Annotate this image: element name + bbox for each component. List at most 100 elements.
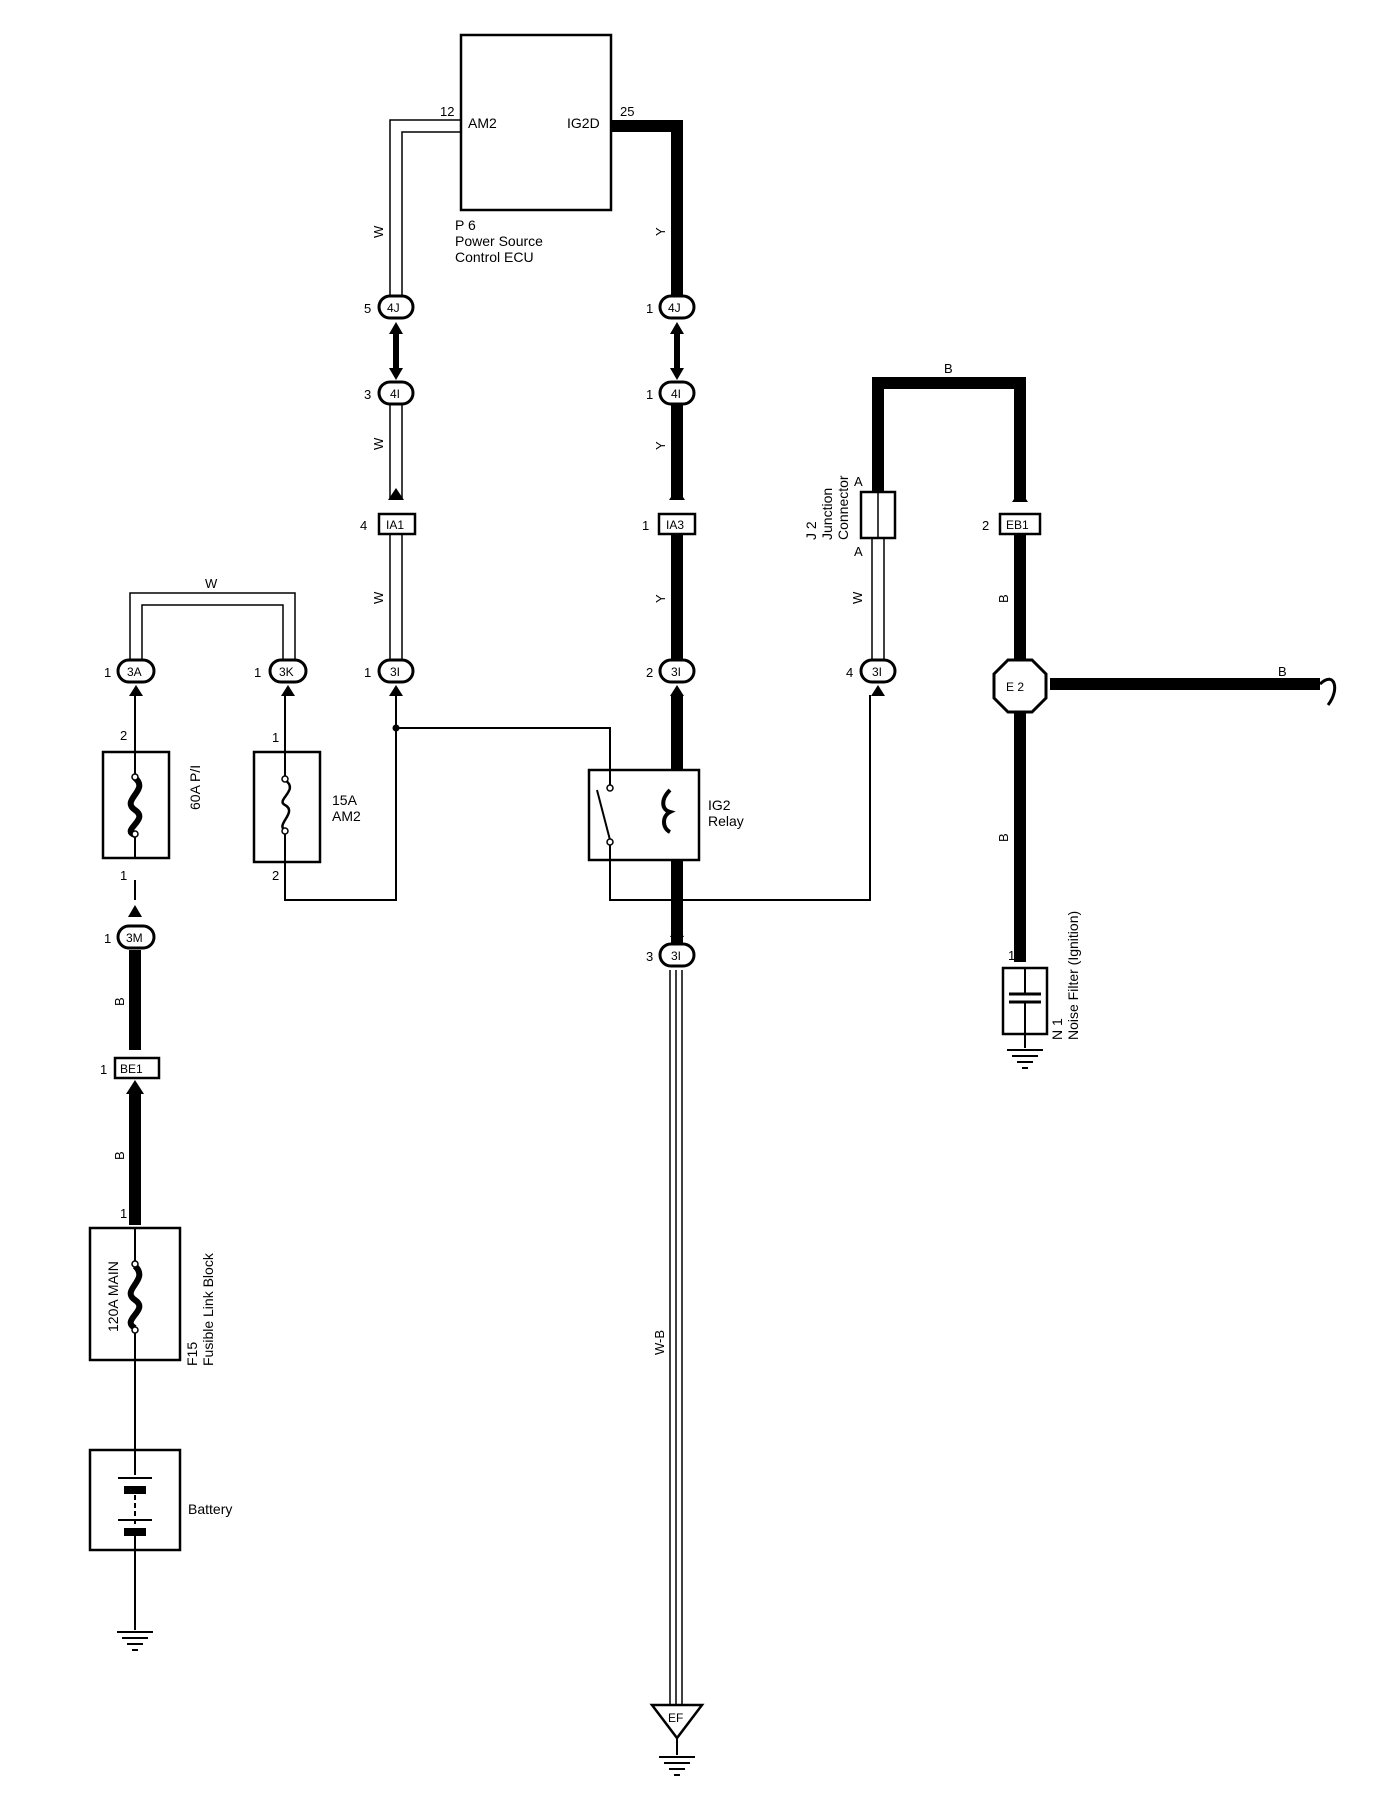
arrow-3i-bottom bbox=[670, 925, 684, 937]
connector-ia3: IA3 1 bbox=[642, 512, 697, 536]
svg-text:1: 1 bbox=[364, 665, 371, 680]
svg-text:3A: 3A bbox=[127, 665, 142, 679]
svg-text:15A: 15A bbox=[332, 792, 358, 808]
battery: Battery bbox=[88, 1448, 232, 1552]
svg-text:W: W bbox=[371, 437, 386, 450]
fuse-15a-am2: 1 15A AM2 2 bbox=[252, 730, 361, 883]
arrow-3i-mid bbox=[670, 685, 684, 696]
svg-text:IA1: IA1 bbox=[386, 518, 404, 532]
svg-text:BE1: BE1 bbox=[120, 1062, 143, 1076]
svg-text:Fusible Link Block: Fusible Link Block bbox=[200, 1252, 216, 1366]
connector-3i-bottom: 3I 3 bbox=[646, 942, 696, 968]
ecu-pin-am2-number: 12 bbox=[440, 104, 454, 119]
junction-connector-j2: A A J 2 Junction Connector bbox=[803, 474, 897, 559]
ecu-pin-am2: AM2 bbox=[468, 115, 497, 131]
ecu-name-line2: Control ECU bbox=[455, 249, 534, 265]
svg-text:4: 4 bbox=[846, 665, 853, 680]
svg-text:W: W bbox=[205, 576, 218, 591]
svg-text:Junction: Junction bbox=[819, 488, 835, 540]
arrow-eb1 bbox=[1012, 490, 1028, 502]
svg-text:B: B bbox=[944, 361, 953, 376]
svg-text:1: 1 bbox=[120, 868, 127, 883]
svg-text:IA3: IA3 bbox=[666, 518, 684, 532]
connector-eb1: EB1 2 bbox=[982, 512, 1042, 536]
svg-text:EF: EF bbox=[668, 1711, 683, 1725]
svg-text:2: 2 bbox=[646, 665, 653, 680]
svg-text:W: W bbox=[371, 225, 386, 238]
svg-text:2: 2 bbox=[272, 868, 279, 883]
svg-text:4I: 4I bbox=[671, 387, 681, 401]
svg-text:B: B bbox=[112, 997, 127, 1006]
svg-text:2: 2 bbox=[120, 728, 127, 743]
svg-text:1: 1 bbox=[642, 518, 649, 533]
svg-text:1: 1 bbox=[1008, 948, 1015, 963]
svg-text:3I: 3I bbox=[671, 949, 681, 963]
svg-text:5: 5 bbox=[364, 301, 371, 316]
ecu-pin-ig2d: IG2D bbox=[567, 115, 600, 131]
svg-text:4I: 4I bbox=[390, 387, 400, 401]
svg-text:EB1: EB1 bbox=[1006, 518, 1029, 532]
ground-point-e2: E 2 bbox=[992, 658, 1048, 714]
svg-text:W: W bbox=[371, 591, 386, 604]
svg-text:B: B bbox=[1278, 664, 1287, 679]
svg-text:1: 1 bbox=[100, 1062, 107, 1077]
ecu-pin-ig2d-number: 25 bbox=[620, 104, 634, 119]
svg-text:1: 1 bbox=[104, 665, 111, 680]
fusible-link-block: 1 120A MAIN F15 Fusible Link Block bbox=[88, 1206, 216, 1366]
svg-text:3I: 3I bbox=[390, 665, 400, 679]
svg-text:Connector: Connector bbox=[835, 475, 851, 540]
arrow-ia3 bbox=[669, 488, 685, 500]
svg-text:4J: 4J bbox=[668, 301, 681, 315]
svg-text:J 2: J 2 bbox=[803, 521, 819, 540]
svg-text:W-B: W-B bbox=[652, 1330, 667, 1355]
connector-3k: 3K 1 bbox=[254, 658, 308, 684]
wire-w-am2 bbox=[129, 119, 885, 668]
svg-text:E 2: E 2 bbox=[1006, 680, 1024, 694]
svg-text:B: B bbox=[996, 833, 1011, 842]
connector-3m: 3M 1 bbox=[104, 924, 156, 950]
svg-text:AM2: AM2 bbox=[332, 808, 361, 824]
power-source-ecu: AM2 IG2D 12 25 P 6 Power Source Control … bbox=[440, 33, 634, 265]
svg-text:Relay: Relay bbox=[708, 813, 744, 829]
thin-wires bbox=[134, 695, 871, 1620]
svg-text:1: 1 bbox=[120, 1206, 127, 1221]
svg-text:IG2: IG2 bbox=[708, 797, 731, 813]
connector-3i-mid: 3I 2 bbox=[646, 658, 696, 684]
svg-text:2: 2 bbox=[982, 518, 989, 533]
ground-point-ef: EF bbox=[649, 1703, 705, 1776]
connector-ia1: IA1 4 bbox=[360, 512, 417, 536]
svg-text:Y: Y bbox=[653, 441, 668, 450]
svg-text:F15: F15 bbox=[184, 1342, 200, 1366]
svg-text:3K: 3K bbox=[279, 665, 294, 679]
svg-text:Y: Y bbox=[653, 227, 668, 236]
svg-text:1: 1 bbox=[272, 730, 279, 745]
svg-text:A: A bbox=[854, 474, 863, 489]
svg-text:3I: 3I bbox=[671, 665, 681, 679]
connector-4j-left: 4J 5 bbox=[364, 294, 415, 320]
svg-text:1: 1 bbox=[646, 387, 653, 402]
connector-3i-right: 3I 4 bbox=[846, 658, 897, 684]
svg-text:3I: 3I bbox=[872, 665, 882, 679]
thick-wires bbox=[129, 120, 1320, 1225]
fuse-60a-pi: 2 60A P/I 1 bbox=[101, 728, 203, 883]
svg-text:Y: Y bbox=[653, 594, 668, 603]
splice-dot bbox=[392, 724, 400, 732]
connector-be1: BE1 1 bbox=[100, 1056, 161, 1080]
arrow-3m bbox=[128, 905, 142, 917]
ig2-relay: IG2 Relay bbox=[587, 768, 744, 862]
arrow-ia1 bbox=[388, 488, 404, 500]
svg-text:3: 3 bbox=[364, 387, 371, 402]
connector-4i-right: 4I 1 bbox=[646, 380, 696, 406]
connector-4j-right: 4J 1 bbox=[646, 294, 696, 320]
arrow-3i-left bbox=[389, 685, 403, 696]
svg-text:1: 1 bbox=[104, 931, 111, 946]
svg-text:4: 4 bbox=[360, 518, 367, 533]
ground-symbol-battery bbox=[117, 1620, 153, 1651]
noise-filter: 1 N 1 Noise Filter (Ignition) bbox=[1001, 911, 1081, 1069]
svg-text:60A P/I: 60A P/I bbox=[187, 765, 203, 810]
wire-continuation-mark bbox=[1318, 677, 1337, 706]
svg-text:B: B bbox=[996, 594, 1011, 603]
svg-text:W: W bbox=[850, 591, 865, 604]
wire-wb-ground bbox=[669, 970, 683, 1705]
